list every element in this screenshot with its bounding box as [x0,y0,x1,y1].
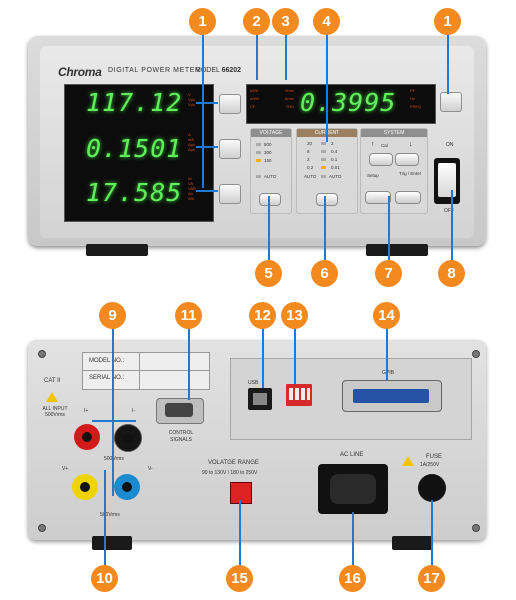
device-title: DIGITAL POWER METER [108,67,201,74]
trig-enter-label: Trig / Enter [399,171,422,176]
display-select-button-1[interactable] [219,94,241,114]
current-range-button[interactable] [316,193,338,206]
trig-enter-button[interactable] [395,191,421,204]
callout-13: 13 [281,302,308,329]
setup-label: Setup [367,173,379,178]
label-box: MODEL NO.: SERIAL NO.: [82,352,210,390]
gpib-connector[interactable] [342,380,442,412]
cal-label: Cal [381,143,388,148]
left-display-panel [64,84,214,222]
usb-port[interactable] [248,388,272,410]
warning-icon [46,392,58,402]
voltage-range-group: VOLTAGE 500 300 150 AUTO [250,128,292,214]
back-foot-left [92,536,132,550]
voltage-range-switch[interactable] [230,482,252,504]
usb-label: USB [248,380,259,386]
control-signals-connector[interactable] [156,398,204,424]
callout-17: 17 [418,565,445,592]
jack-label-v-minus: V- [148,466,153,472]
system-group-title: SYSTEM [361,129,427,137]
power-on-label: ON [446,142,454,148]
power-off-label: OFF [444,208,454,214]
cat-label: CAT II [44,378,61,384]
jack-note-bottom: 500Vrms [100,512,120,518]
back-foot-right [392,536,432,550]
current-jack-positive[interactable] [74,424,100,450]
ac-line-inlet[interactable] [318,464,388,514]
fuse-warning-icon [402,456,414,466]
power-switch[interactable] [434,158,460,204]
callout-14: 14 [373,302,400,329]
display-row-3: 17.585 [86,178,183,207]
system-group: SYSTEM Cal ↑ ↓ Setup Trig / Enter [360,128,428,214]
callout-5: 5 [255,260,282,287]
front-foot-right [366,244,428,256]
display-right: 0.3995 [300,88,397,117]
fuse-label: FUSE [426,454,443,460]
jack-label-i-plus: I+ [84,408,89,414]
voltage-jack-negative[interactable] [114,474,140,500]
callout-1-right: 1 [434,8,461,35]
callout-9: 9 [99,302,126,329]
voltage-group-title: VOLTAGE [251,129,291,137]
fuse-holder[interactable] [418,474,446,502]
callout-16: 16 [339,565,366,592]
display-row-1: 117.12 [86,88,183,117]
callout-6: 6 [311,260,338,287]
callout-11: 11 [175,302,202,329]
voltage-jack-positive[interactable] [72,474,98,500]
serial-no-label: SERIAL NO.: [89,375,125,381]
callout-8: 8 [438,260,465,287]
model-label: MODEL 66202 [195,67,242,74]
voltage-range-title: VOLATGE RANGE [208,460,259,466]
model-no-label: MODEL NO.: [89,358,125,364]
callout-7: 7 [375,260,402,287]
callout-10: 10 [91,565,118,592]
right-display-panel [246,84,436,124]
setup-button[interactable] [365,191,391,204]
voltage-range-values: 90 to 130V / 180 to 250V [202,470,258,476]
voltage-range-button[interactable] [259,193,281,206]
display-select-button-2[interactable] [219,139,241,159]
callout-4: 4 [313,8,340,35]
cal-left-button[interactable] [369,153,393,166]
arrow-down-icon: ↓ [409,141,413,148]
front-foot-left [86,244,148,256]
current-jack-negative[interactable] [114,424,142,452]
display-select-button-3[interactable] [219,184,241,204]
cal-right-button[interactable] [395,153,419,166]
dip-switch[interactable] [286,384,312,406]
control-signals-label: CONTROL SIGNALS [168,430,194,443]
jack-label-v-plus: V+ [62,466,69,472]
callout-1-left: 1 [189,8,216,35]
right-display-select-button[interactable] [440,92,462,112]
arrow-up-icon: ↑ [371,141,375,148]
callout-3: 3 [272,8,299,35]
callout-15: 15 [226,565,253,592]
all-input-label: ALL INPUT 500Vrms [42,406,68,418]
jack-label-i-minus: I- [132,408,136,414]
callout-12: 12 [249,302,276,329]
display-row-2: 0.1501 [86,134,183,163]
ac-line-label: AC LINE [340,452,364,458]
brand-logo: Chroma [58,65,102,79]
callout-2: 2 [243,8,270,35]
fuse-rating: 1A/250V [420,462,440,468]
